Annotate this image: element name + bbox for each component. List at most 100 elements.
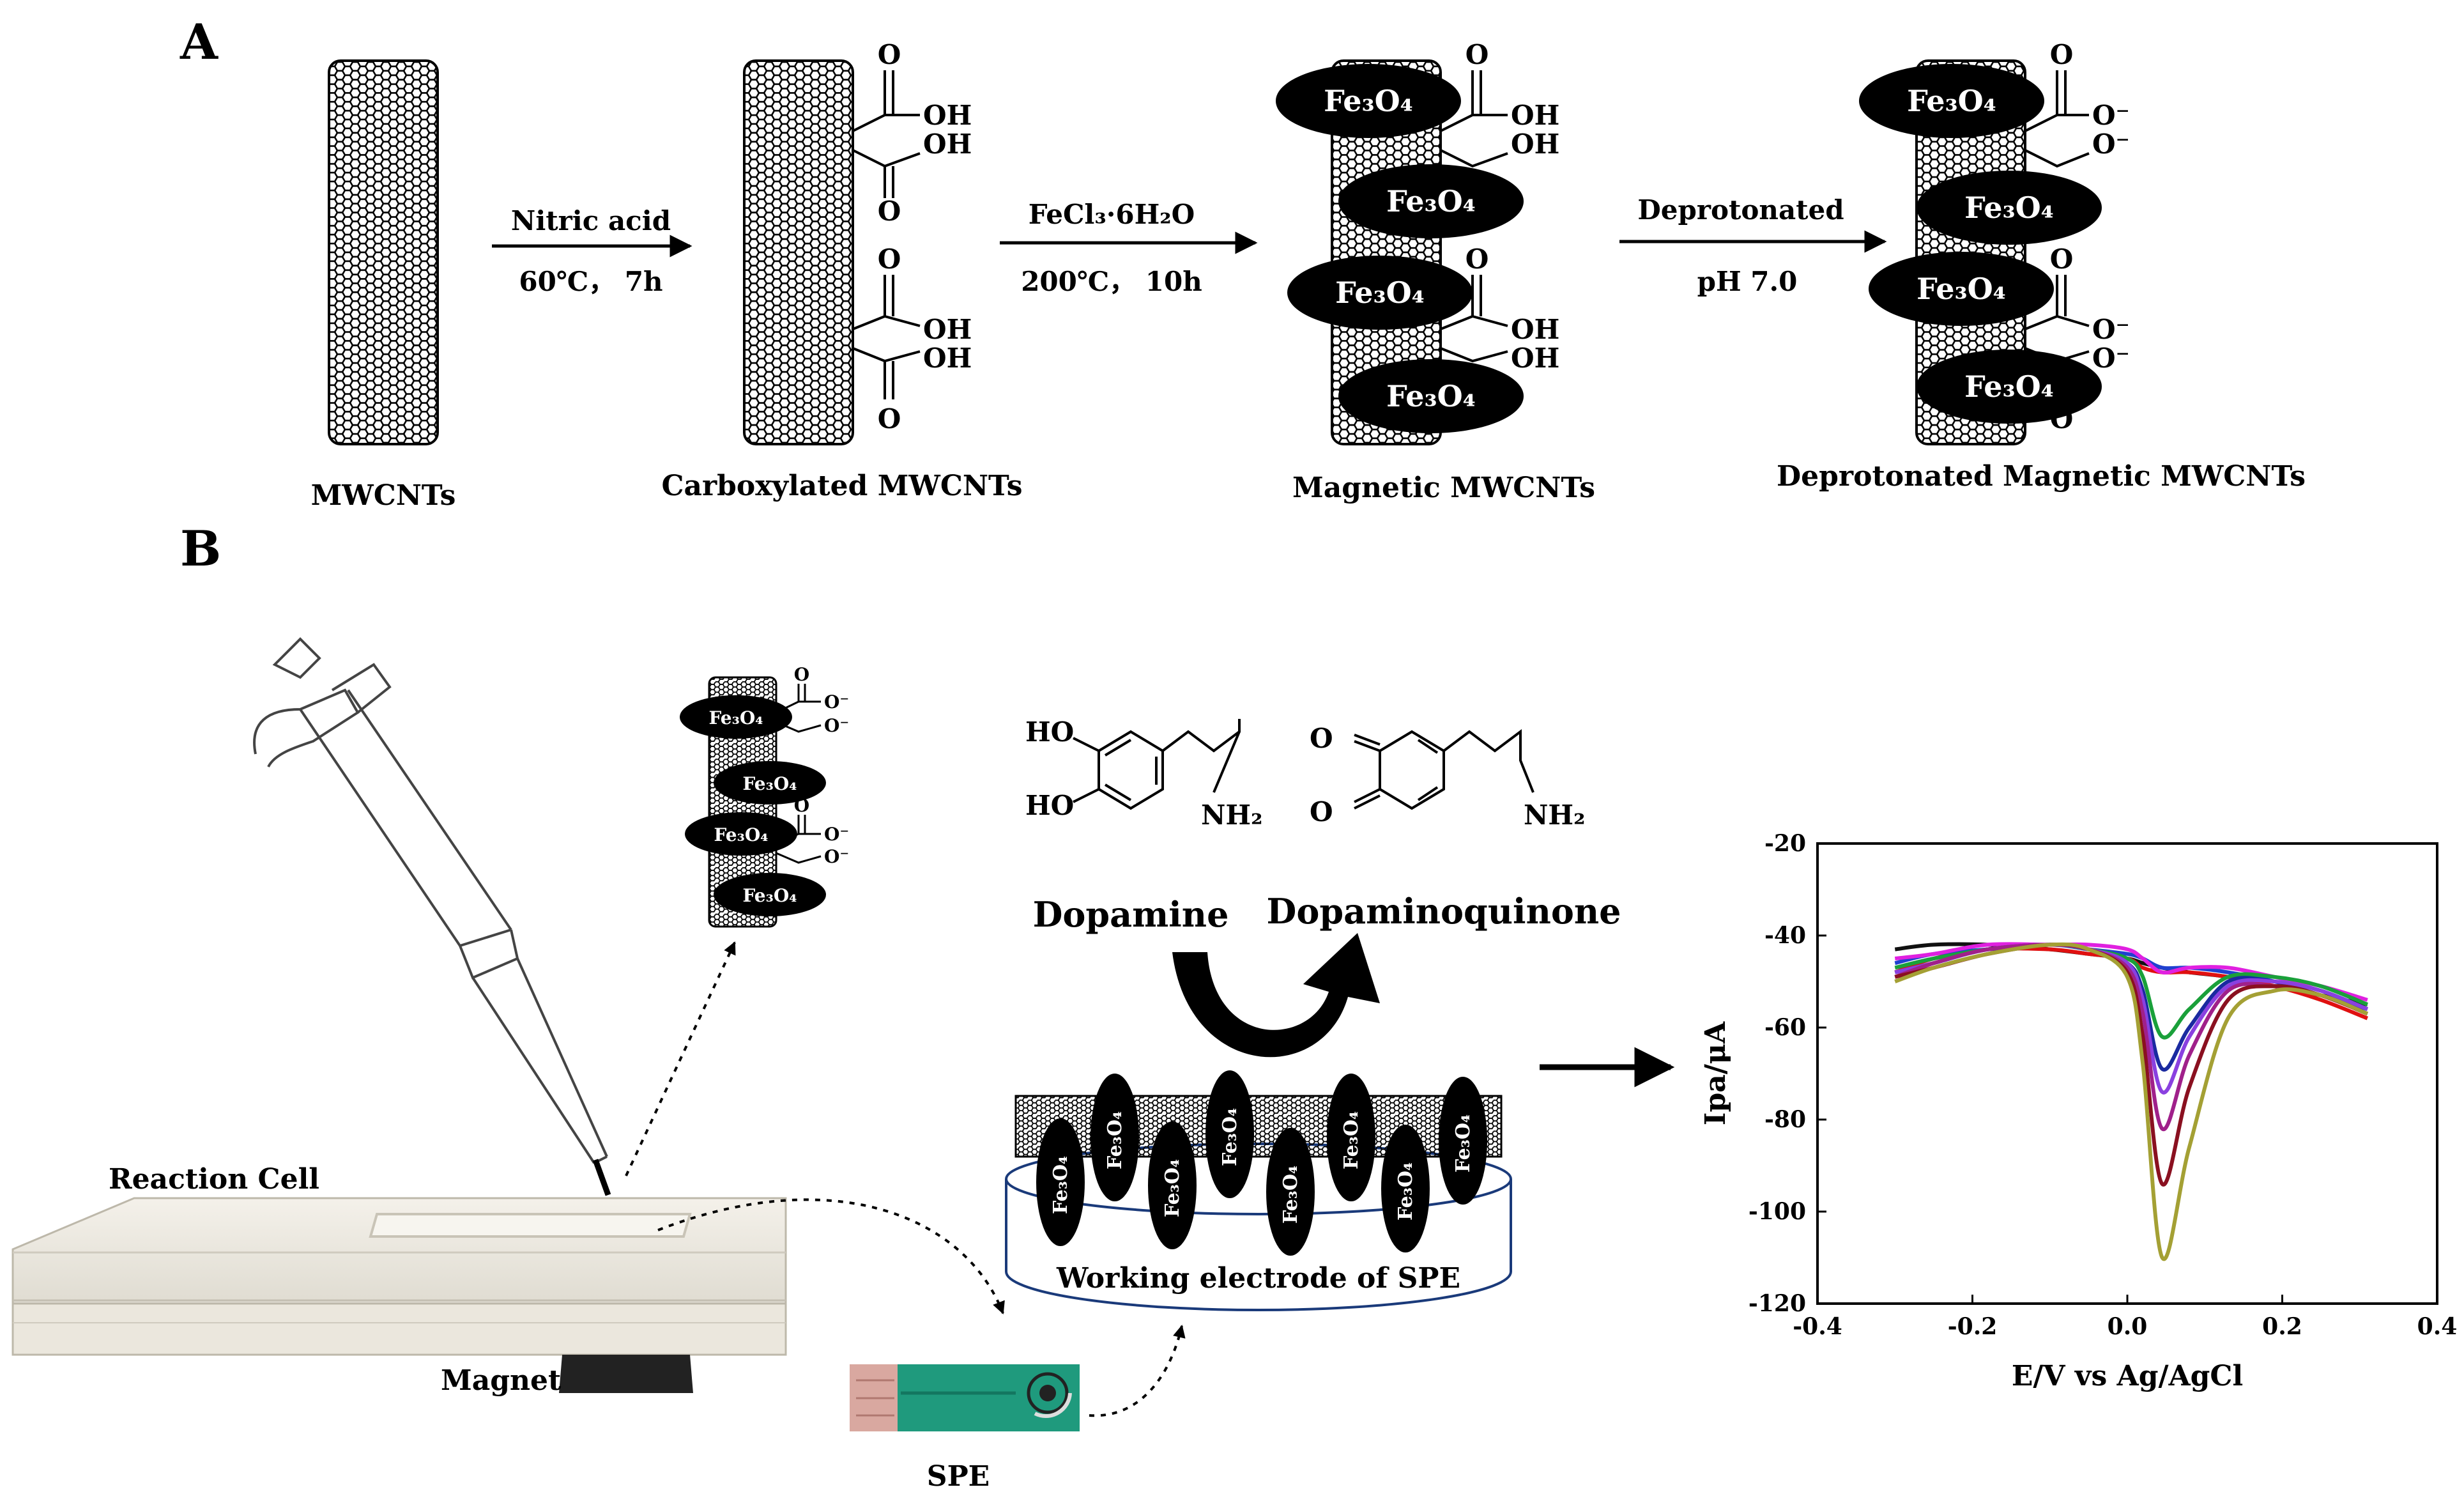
carboxyl-oh: OH bbox=[1511, 100, 1559, 131]
magnetic-mwcnt: O OH OH O OH OH Fe₃O₄ Fe₃O₄ Fe₃O₄ Fe₃O₄ bbox=[1276, 39, 1559, 445]
fe3o4-label: Fe₃O₄ bbox=[714, 824, 768, 845]
fe3o4-label: Fe₃O₄ bbox=[1917, 272, 2006, 306]
fe3o4-label: Fe₃O₄ bbox=[1324, 84, 1413, 118]
fe3o4-label: Fe₃O₄ bbox=[1964, 369, 2054, 404]
step-2-reagent: FeCl₃·6H₂O bbox=[1029, 199, 1195, 230]
step-1-conditions: 60℃， 7h bbox=[519, 266, 662, 297]
reaction-cell bbox=[11, 1197, 787, 1393]
x-tick-label: 0.4 bbox=[2417, 1313, 2458, 1340]
carboxylate-o-minus: O⁻ bbox=[2092, 314, 2130, 345]
carboxyl-o: O bbox=[1465, 39, 1489, 70]
stage-label-mwcnt: MWCNTs bbox=[311, 479, 456, 512]
y-tick-label: -80 bbox=[1764, 1106, 1806, 1133]
fe3o4-label: Fe₃O₄ bbox=[1386, 379, 1476, 413]
dotted-arrow-spe bbox=[657, 1198, 1005, 1314]
panel-b-label: B bbox=[180, 520, 221, 577]
inset-o-minus: O⁻ bbox=[824, 691, 849, 713]
fe3o4-label: Fe₃O₄ bbox=[742, 885, 797, 906]
step-3-conditions: pH 7.0 bbox=[1697, 266, 1798, 297]
carboxyl-o: O bbox=[878, 403, 901, 435]
fe3o4-label: Fe₃O₄ bbox=[1964, 190, 2054, 225]
spe-strip bbox=[850, 1364, 1080, 1431]
carboxyl-o: O bbox=[878, 196, 901, 227]
fe3o4-particle bbox=[1439, 1077, 1487, 1205]
inset-magnetic-mwcnt: O O⁻ O⁻ O O⁻ O⁻ Fe₃O₄ Fe₃O₄ Fe₃O₄ Fe₃O₄ bbox=[680, 664, 849, 928]
y-axis-label: Ipa/μA bbox=[1699, 1021, 1732, 1125]
dotted-arrow-electrode bbox=[1089, 1325, 1186, 1417]
spe-label: SPE bbox=[927, 1460, 990, 1493]
carboxyl-o: O bbox=[878, 243, 901, 275]
fe3o4-label: Fe₃O₄ bbox=[1050, 1156, 1072, 1214]
quinone-structure bbox=[1354, 729, 1534, 810]
fe3o4-label: Fe₃O₄ bbox=[1104, 1111, 1126, 1169]
fe3o4-label: Fe₃O₄ bbox=[1395, 1162, 1417, 1221]
fe3o4-particle bbox=[1266, 1128, 1315, 1256]
quinone-label: Dopaminoquinone bbox=[1267, 891, 1621, 932]
dopamine-structure bbox=[1073, 719, 1241, 810]
dopamine-label: Dopamine bbox=[1033, 894, 1229, 935]
carboxyl-oh: OH bbox=[1511, 128, 1559, 160]
fe3o4-label: Fe₃O₄ bbox=[1452, 1114, 1474, 1173]
fe3o4-label: Fe₃O₄ bbox=[1161, 1159, 1184, 1217]
deprotonated-mwcnt: O O⁻ O⁻ O O⁻ O⁻ O Fe₃O₄ Fe₃O₄ Fe₃O₄ Fe₃O… bbox=[1859, 39, 2130, 445]
inset-o: O bbox=[794, 664, 809, 685]
fe3o4-particle bbox=[1205, 1070, 1254, 1198]
electrode-particles: Fe₃O₄ Fe₃O₄ Fe₃O₄ Fe₃O₄ Fe₃O₄ Fe₃O₄ Fe₃O… bbox=[1036, 1070, 1487, 1256]
working-electrode-label: Working electrode of SPE bbox=[1056, 1262, 1460, 1295]
fe3o4-particle bbox=[1090, 1074, 1139, 1201]
quinone-o: O bbox=[1310, 723, 1333, 754]
fe3o4-particle bbox=[1859, 64, 2044, 138]
fe3o4-particle bbox=[1338, 164, 1524, 238]
y-tick-label: -20 bbox=[1764, 830, 1806, 857]
stage-label-deprotonated: Deprotonated Magnetic MWCNTs bbox=[1777, 460, 2306, 493]
x-tick-label: -0.2 bbox=[1948, 1313, 1998, 1340]
fe3o4-label: Fe₃O₄ bbox=[1335, 275, 1425, 310]
carboxylate-o-minus: O⁻ bbox=[2092, 128, 2130, 160]
mwcnt-tube bbox=[328, 59, 439, 445]
magnet-label: Magnet bbox=[441, 1364, 562, 1397]
carboxylate-o: O bbox=[2050, 243, 2074, 275]
fe3o4-particle bbox=[1287, 256, 1473, 330]
fe3o4-particle bbox=[1327, 1074, 1375, 1201]
fe3o4-label: Fe₃O₄ bbox=[1280, 1166, 1302, 1224]
x-tick-label: -0.4 bbox=[1793, 1313, 1842, 1340]
inset-o-minus: O⁻ bbox=[824, 846, 849, 867]
fe3o4-particle bbox=[1148, 1121, 1197, 1249]
carboxylate-o-minus: O⁻ bbox=[2092, 343, 2130, 374]
fe3o4-label: Fe₃O₄ bbox=[1907, 84, 1996, 118]
carboxyl-oh: OH bbox=[923, 314, 972, 345]
fe3o4-particle bbox=[1036, 1118, 1085, 1246]
reaction-cell-label: Reaction Cell bbox=[109, 1163, 319, 1196]
fe3o4-label: Fe₃O₄ bbox=[708, 707, 763, 728]
dopamine-ho: HO bbox=[1025, 790, 1074, 821]
fe3o4-label: Fe₃O₄ bbox=[1219, 1108, 1241, 1166]
y-tick-label: -100 bbox=[1749, 1198, 1806, 1225]
fe3o4-particle bbox=[685, 812, 797, 856]
dopamine-ho: HO bbox=[1025, 716, 1074, 748]
fe3o4-particle bbox=[1917, 350, 2102, 424]
y-tick-label: -120 bbox=[1749, 1290, 1806, 1317]
carboxyl-o: O bbox=[878, 39, 901, 70]
step-1-reagent: Nitric acid bbox=[511, 205, 671, 236]
fe3o4-particle bbox=[1381, 1125, 1430, 1252]
x-tick-label: 0.2 bbox=[2262, 1313, 2302, 1340]
x-tick-label: 0.0 bbox=[2108, 1313, 2148, 1340]
fe3o4-particle bbox=[714, 761, 826, 805]
pipette-tip bbox=[592, 1159, 611, 1196]
fe3o4-label: Fe₃O₄ bbox=[1340, 1111, 1363, 1169]
stage-label-magnetic: Magnetic MWCNTs bbox=[1292, 472, 1595, 504]
step-3-reagent: Deprotonated bbox=[1637, 194, 1844, 226]
inset-o-minus: O⁻ bbox=[824, 715, 849, 736]
carboxyl-oh: OH bbox=[923, 100, 972, 131]
inset-o-minus: O⁻ bbox=[824, 824, 849, 845]
quinone-nh2: NH₂ bbox=[1524, 799, 1585, 831]
carboxyl-oh: OH bbox=[923, 128, 972, 160]
oxidation-arrow bbox=[1172, 933, 1380, 1058]
carboxyl-oh: OH bbox=[1511, 343, 1559, 374]
fe3o4-particle bbox=[714, 873, 826, 916]
stage-label-carboxylated: Carboxylated MWCNTs bbox=[661, 470, 1022, 502]
fe3o4-particle bbox=[680, 695, 792, 739]
carboxyl-o: O bbox=[1465, 243, 1489, 275]
